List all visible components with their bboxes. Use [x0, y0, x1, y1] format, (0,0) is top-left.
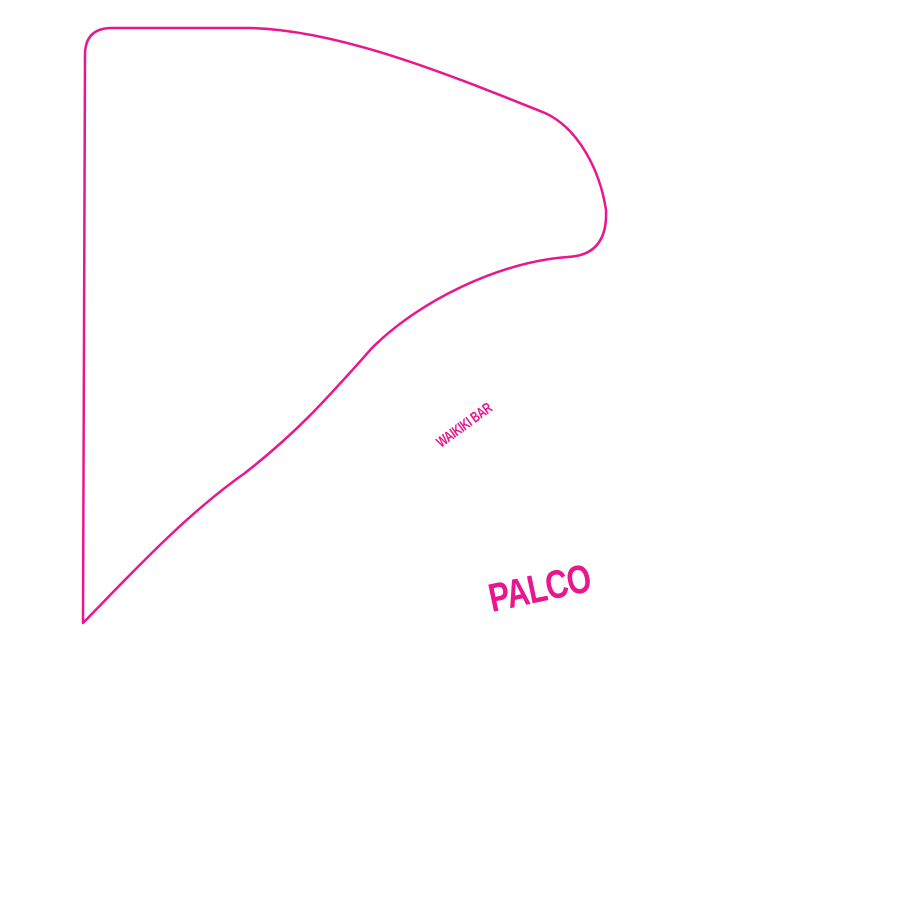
waikiki-bar-label: WAIKIKI BAR	[433, 399, 496, 451]
venue-area-outline	[81, 26, 608, 625]
palco-stage-label: PALCO	[485, 556, 595, 621]
